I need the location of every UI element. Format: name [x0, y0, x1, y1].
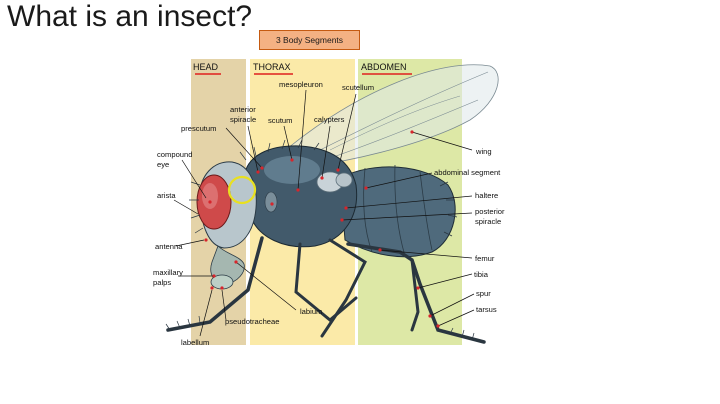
anterior-spiracle-highlight: [227, 175, 257, 205]
label-arista: arista: [157, 191, 176, 200]
label-scutellum: scutellum: [342, 83, 374, 92]
label-compound-eye-line1: compound: [157, 150, 192, 159]
label-compound-eye-line2: eye: [157, 160, 169, 169]
label-scutum: scutum: [268, 116, 292, 125]
fly-illustration: [165, 64, 499, 344]
label-wing: wing: [475, 147, 492, 156]
label-calypters: calypters: [314, 115, 345, 124]
segment-label-abdomen: ABDOMEN: [361, 62, 407, 72]
body-segments-badge: 3 Body Segments: [259, 30, 360, 50]
label-spur: spur: [476, 289, 491, 298]
label-maxillary-palps-line1: maxillary: [153, 268, 183, 277]
label-anterior-spiracle-line1: anterior: [230, 105, 256, 114]
label-posterior-spiracle-line2: spiracle: [475, 217, 501, 226]
label-haltere: haltere: [475, 191, 498, 200]
wing-shape: [287, 64, 499, 169]
label-mesopleuron: mesopleuron: [279, 80, 323, 89]
label-pseudotracheae: pseudotracheae: [225, 317, 279, 326]
label-tibia: tibia: [474, 270, 489, 279]
part-labels: prescutum anterior spiracle scutum mesop…: [153, 80, 505, 347]
label-antenna: antenna: [155, 242, 183, 251]
segment-label-head: HEAD: [193, 62, 219, 72]
segment-label-thorax: THORAX: [253, 62, 291, 72]
label-prescutum: prescutum: [181, 124, 216, 133]
label-abdominal-segment: abdominal segment: [434, 168, 501, 177]
label-leaders: [173, 89, 475, 337]
label-femur: femur: [475, 254, 495, 263]
abdomen-shape: [339, 166, 456, 258]
label-tarsus: tarsus: [476, 305, 497, 314]
label-labellum: labellum: [181, 338, 209, 347]
label-maxillary-palps-line2: palps: [153, 278, 171, 287]
slide-title: What is an insect?: [7, 0, 253, 33]
label-anterior-spiracle-line2: spiracle: [230, 115, 256, 124]
label-labium: labium: [300, 307, 322, 316]
label-posterior-spiracle-line1: posterior: [475, 207, 505, 216]
